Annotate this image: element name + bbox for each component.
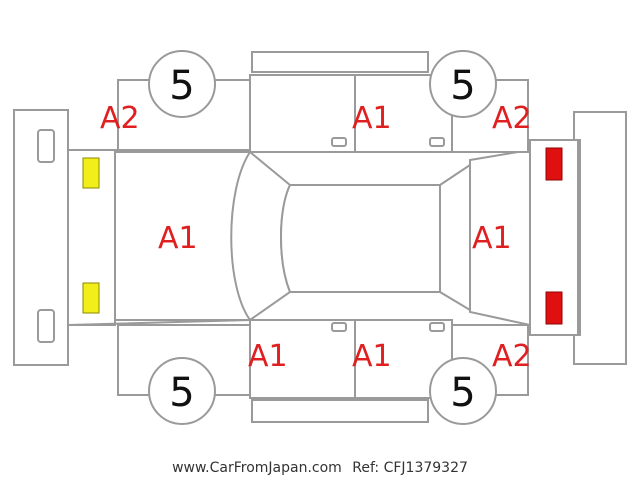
footer-watermark: www.CarFromJapan.com Ref: CFJ1379327 [172, 460, 468, 476]
headlight-left [82, 157, 100, 189]
headlight-right [82, 282, 100, 314]
tire-front-left-rating: 5 [169, 63, 194, 109]
tire-front-left: 5 [148, 50, 216, 118]
footer-ref: Ref: CFJ1379327 [352, 460, 468, 476]
damage-code-left-front-fender: A2 [100, 101, 140, 136]
car-body [67, 138, 581, 337]
damage-code-hood: A1 [158, 221, 198, 256]
tire-rear-left-rating: 5 [450, 63, 475, 109]
damage-code-left-rear-quarter: A2 [492, 101, 532, 136]
tire-front-right-rating: 5 [169, 370, 194, 416]
rear-bumper [573, 111, 627, 365]
tire-rear-right: 5 [429, 357, 497, 425]
taillight-left [545, 147, 563, 181]
tire-rear-left: 5 [429, 50, 497, 118]
damage-code-right-rear-quarter: A2 [492, 339, 532, 374]
tire-rear-right-rating: 5 [450, 370, 475, 416]
damage-code-roof-left-doors: A1 [352, 101, 392, 136]
footer-site: www.CarFromJapan.com [172, 460, 342, 476]
tire-front-right: 5 [148, 357, 216, 425]
front-bumper [13, 109, 69, 366]
taillight-right [545, 291, 563, 325]
damage-code-right-front-fender: A1 [248, 339, 288, 374]
damage-code-rear-hatch: A1 [472, 221, 512, 256]
damage-code-right-rear-door: A1 [352, 339, 392, 374]
